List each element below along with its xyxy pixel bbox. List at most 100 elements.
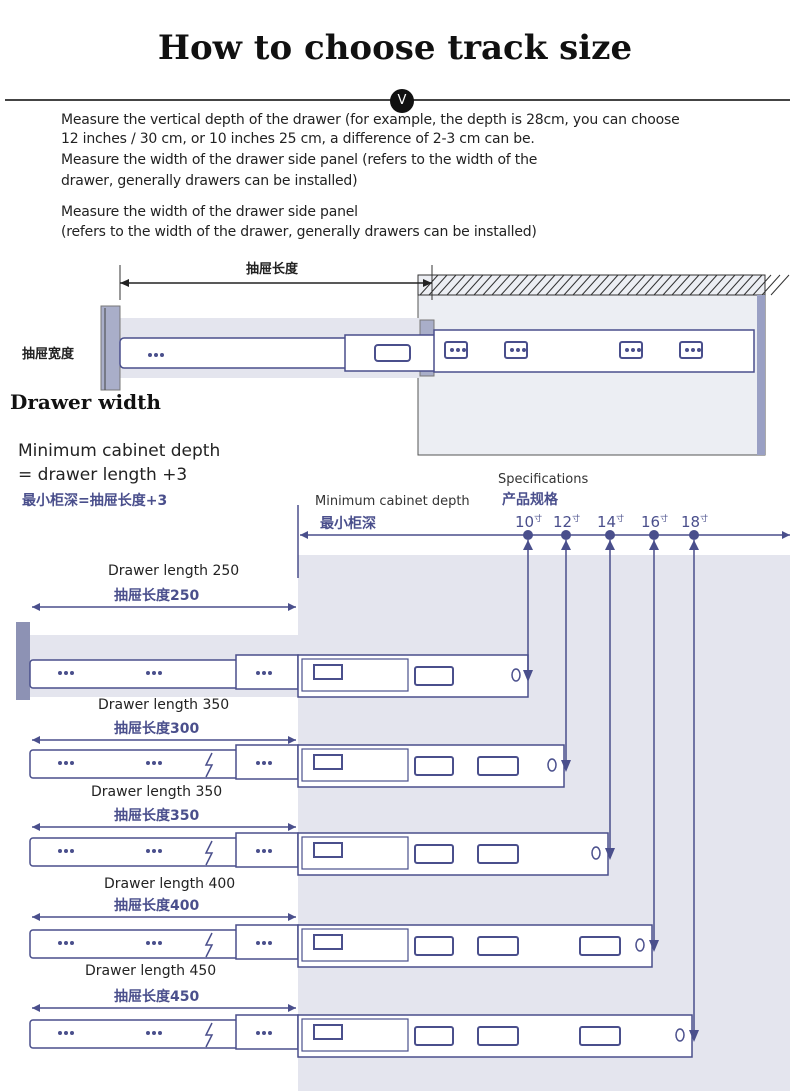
- middle-rail: [344, 334, 436, 372]
- hatch: [608, 274, 628, 296]
- slot: [414, 844, 454, 864]
- hatch: [599, 274, 619, 296]
- hatch: [734, 274, 754, 296]
- slot: [579, 1026, 621, 1046]
- break-mark: [204, 752, 214, 778]
- unit: 寸: [660, 514, 669, 523]
- hatch: [743, 274, 763, 296]
- description-line: Measure the width of the drawer side pan…: [61, 204, 358, 220]
- hatch: [545, 274, 565, 296]
- hole-icon: [522, 348, 526, 352]
- description-line: Measure the vertical depth of the drawer…: [61, 112, 680, 128]
- spec-size-value: 12: [553, 513, 573, 531]
- hatch: [770, 274, 790, 296]
- hole-icon: [262, 941, 266, 945]
- hatch: [554, 274, 574, 296]
- hole-icon: [70, 1031, 74, 1035]
- hole-icon: [262, 761, 266, 765]
- break-mark: [204, 932, 214, 958]
- spec-dot: [523, 530, 533, 540]
- drawer-width-label-cn: 抽屉宽度: [22, 347, 75, 362]
- drawer-length-dimension-arrowhead: [288, 823, 296, 831]
- slot: [477, 1026, 519, 1046]
- formula-line: Minimum cabinet depth: [18, 441, 221, 461]
- hole-icon: [510, 348, 514, 352]
- hole-icon: [158, 671, 162, 675]
- hole-icon: [64, 671, 68, 675]
- hole-icon: [456, 348, 460, 352]
- spec-size-value: 10: [515, 513, 535, 531]
- hole-icon: [152, 1031, 156, 1035]
- hatch: [473, 274, 493, 296]
- drawer-length-dimension-arrowhead: [288, 736, 296, 744]
- hatch: [446, 274, 466, 296]
- hatch: [680, 274, 700, 296]
- hatch: [635, 274, 655, 296]
- hole-icon: [70, 849, 74, 853]
- hole-icon: [262, 1031, 266, 1035]
- description-line: (refers to the width of the drawer, gene…: [61, 224, 537, 240]
- middle-rail: [235, 924, 299, 960]
- hatch: [716, 274, 736, 296]
- hatch: [671, 274, 691, 296]
- hole-icon: [158, 941, 162, 945]
- hatch: [455, 274, 475, 296]
- rail-label: Drawer length 350: [98, 697, 230, 713]
- formula-cn: 最小柜深=抽屉长度+3: [22, 493, 168, 509]
- hole-icon: [58, 671, 62, 675]
- drawer-length-dimension-arrowhead: [288, 1004, 296, 1012]
- hole-icon: [58, 761, 62, 765]
- hatch: [662, 274, 682, 296]
- description-line: drawer, generally drawers can be install…: [61, 173, 358, 189]
- hole-icon: [64, 761, 68, 765]
- hole-icon: [58, 1031, 62, 1035]
- hole-icon: [70, 941, 74, 945]
- hatch: [689, 274, 709, 296]
- hole-icon: [462, 348, 466, 352]
- hatch: [707, 274, 727, 296]
- slot: [579, 936, 621, 956]
- spec-size-16: 16寸: [641, 513, 668, 531]
- spec-size-value: 18: [681, 513, 701, 531]
- hatch: [752, 274, 772, 296]
- end-hole: [511, 668, 521, 682]
- slot: [414, 666, 454, 686]
- drawer-length-label: 抽屉长度: [246, 262, 299, 277]
- spec-size-10: 10寸: [515, 513, 542, 531]
- cabinet-top: [417, 274, 766, 296]
- hatch: [626, 274, 646, 296]
- hole-icon: [146, 849, 150, 853]
- rail-inner-edge: [301, 928, 409, 962]
- slot: [679, 341, 703, 359]
- rail-label-cn: 抽屉长度350: [114, 808, 200, 824]
- rail-label-cn: 抽屉长度450: [114, 989, 200, 1005]
- hatch: [491, 274, 511, 296]
- hole-icon: [697, 348, 701, 352]
- drawer-length-dimension-arrowhead: [32, 603, 40, 611]
- hole-icon: [160, 353, 164, 357]
- slot: [313, 1024, 343, 1040]
- hole-icon: [631, 348, 635, 352]
- drawer-length-dimension-arrowhead: [32, 823, 40, 831]
- spec-dot: [561, 530, 571, 540]
- rail-label-cn: 抽屉长度400: [114, 898, 200, 914]
- hole-icon: [516, 348, 520, 352]
- cabinet-back: [757, 295, 765, 455]
- rail-label: Drawer length 350: [91, 784, 223, 800]
- drawer-width-label: Drawer width: [10, 390, 161, 414]
- middle-rail: [235, 744, 299, 780]
- spec-size-18: 18寸: [681, 513, 708, 531]
- drawer-front-panel: [100, 305, 121, 391]
- hole-icon: [637, 348, 641, 352]
- cabinet-area: [298, 555, 790, 1091]
- hatch: [698, 274, 718, 296]
- hole-icon: [691, 348, 695, 352]
- hole-icon: [154, 353, 158, 357]
- hole-icon: [152, 941, 156, 945]
- hole-icon: [152, 849, 156, 853]
- hole-icon: [256, 761, 260, 765]
- hole-icon: [152, 761, 156, 765]
- drawer-front: [16, 622, 30, 700]
- min-depth-label: Minimum cabinet depth: [315, 494, 470, 509]
